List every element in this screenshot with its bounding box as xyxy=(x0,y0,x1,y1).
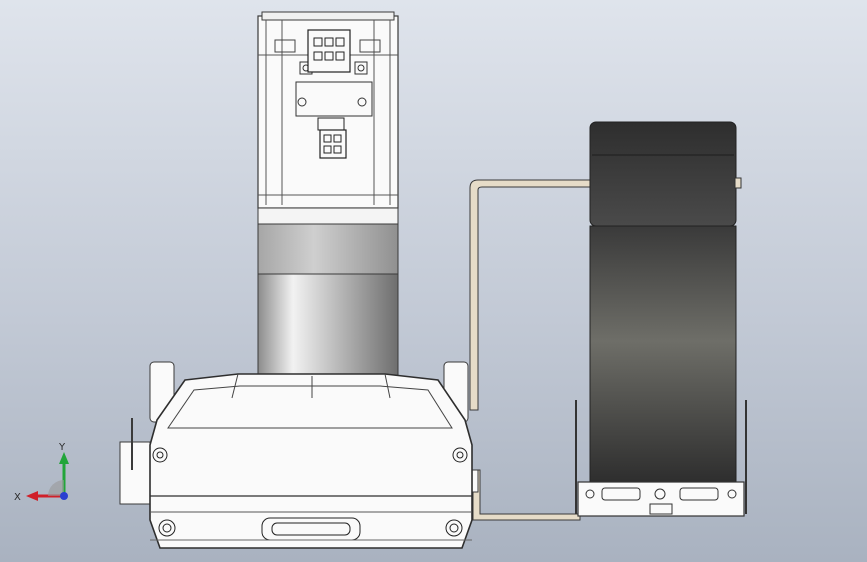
connector-bottom[interactable] xyxy=(317,117,347,159)
coordinate-triad: Y X xyxy=(14,442,69,503)
wheel-fork[interactable] xyxy=(575,400,747,517)
z-axis-dot xyxy=(60,492,68,500)
y-axis-label: Y xyxy=(58,442,66,453)
x-axis-arrow xyxy=(26,491,38,501)
bracket-tube[interactable] xyxy=(469,179,591,521)
x-axis-label: X xyxy=(14,492,21,503)
connector-top[interactable] xyxy=(307,29,351,73)
y-axis-arrow xyxy=(59,452,69,464)
base-housing[interactable] xyxy=(149,373,473,549)
axis-plane-indicator xyxy=(48,480,64,496)
drive-wheel[interactable] xyxy=(589,121,742,483)
